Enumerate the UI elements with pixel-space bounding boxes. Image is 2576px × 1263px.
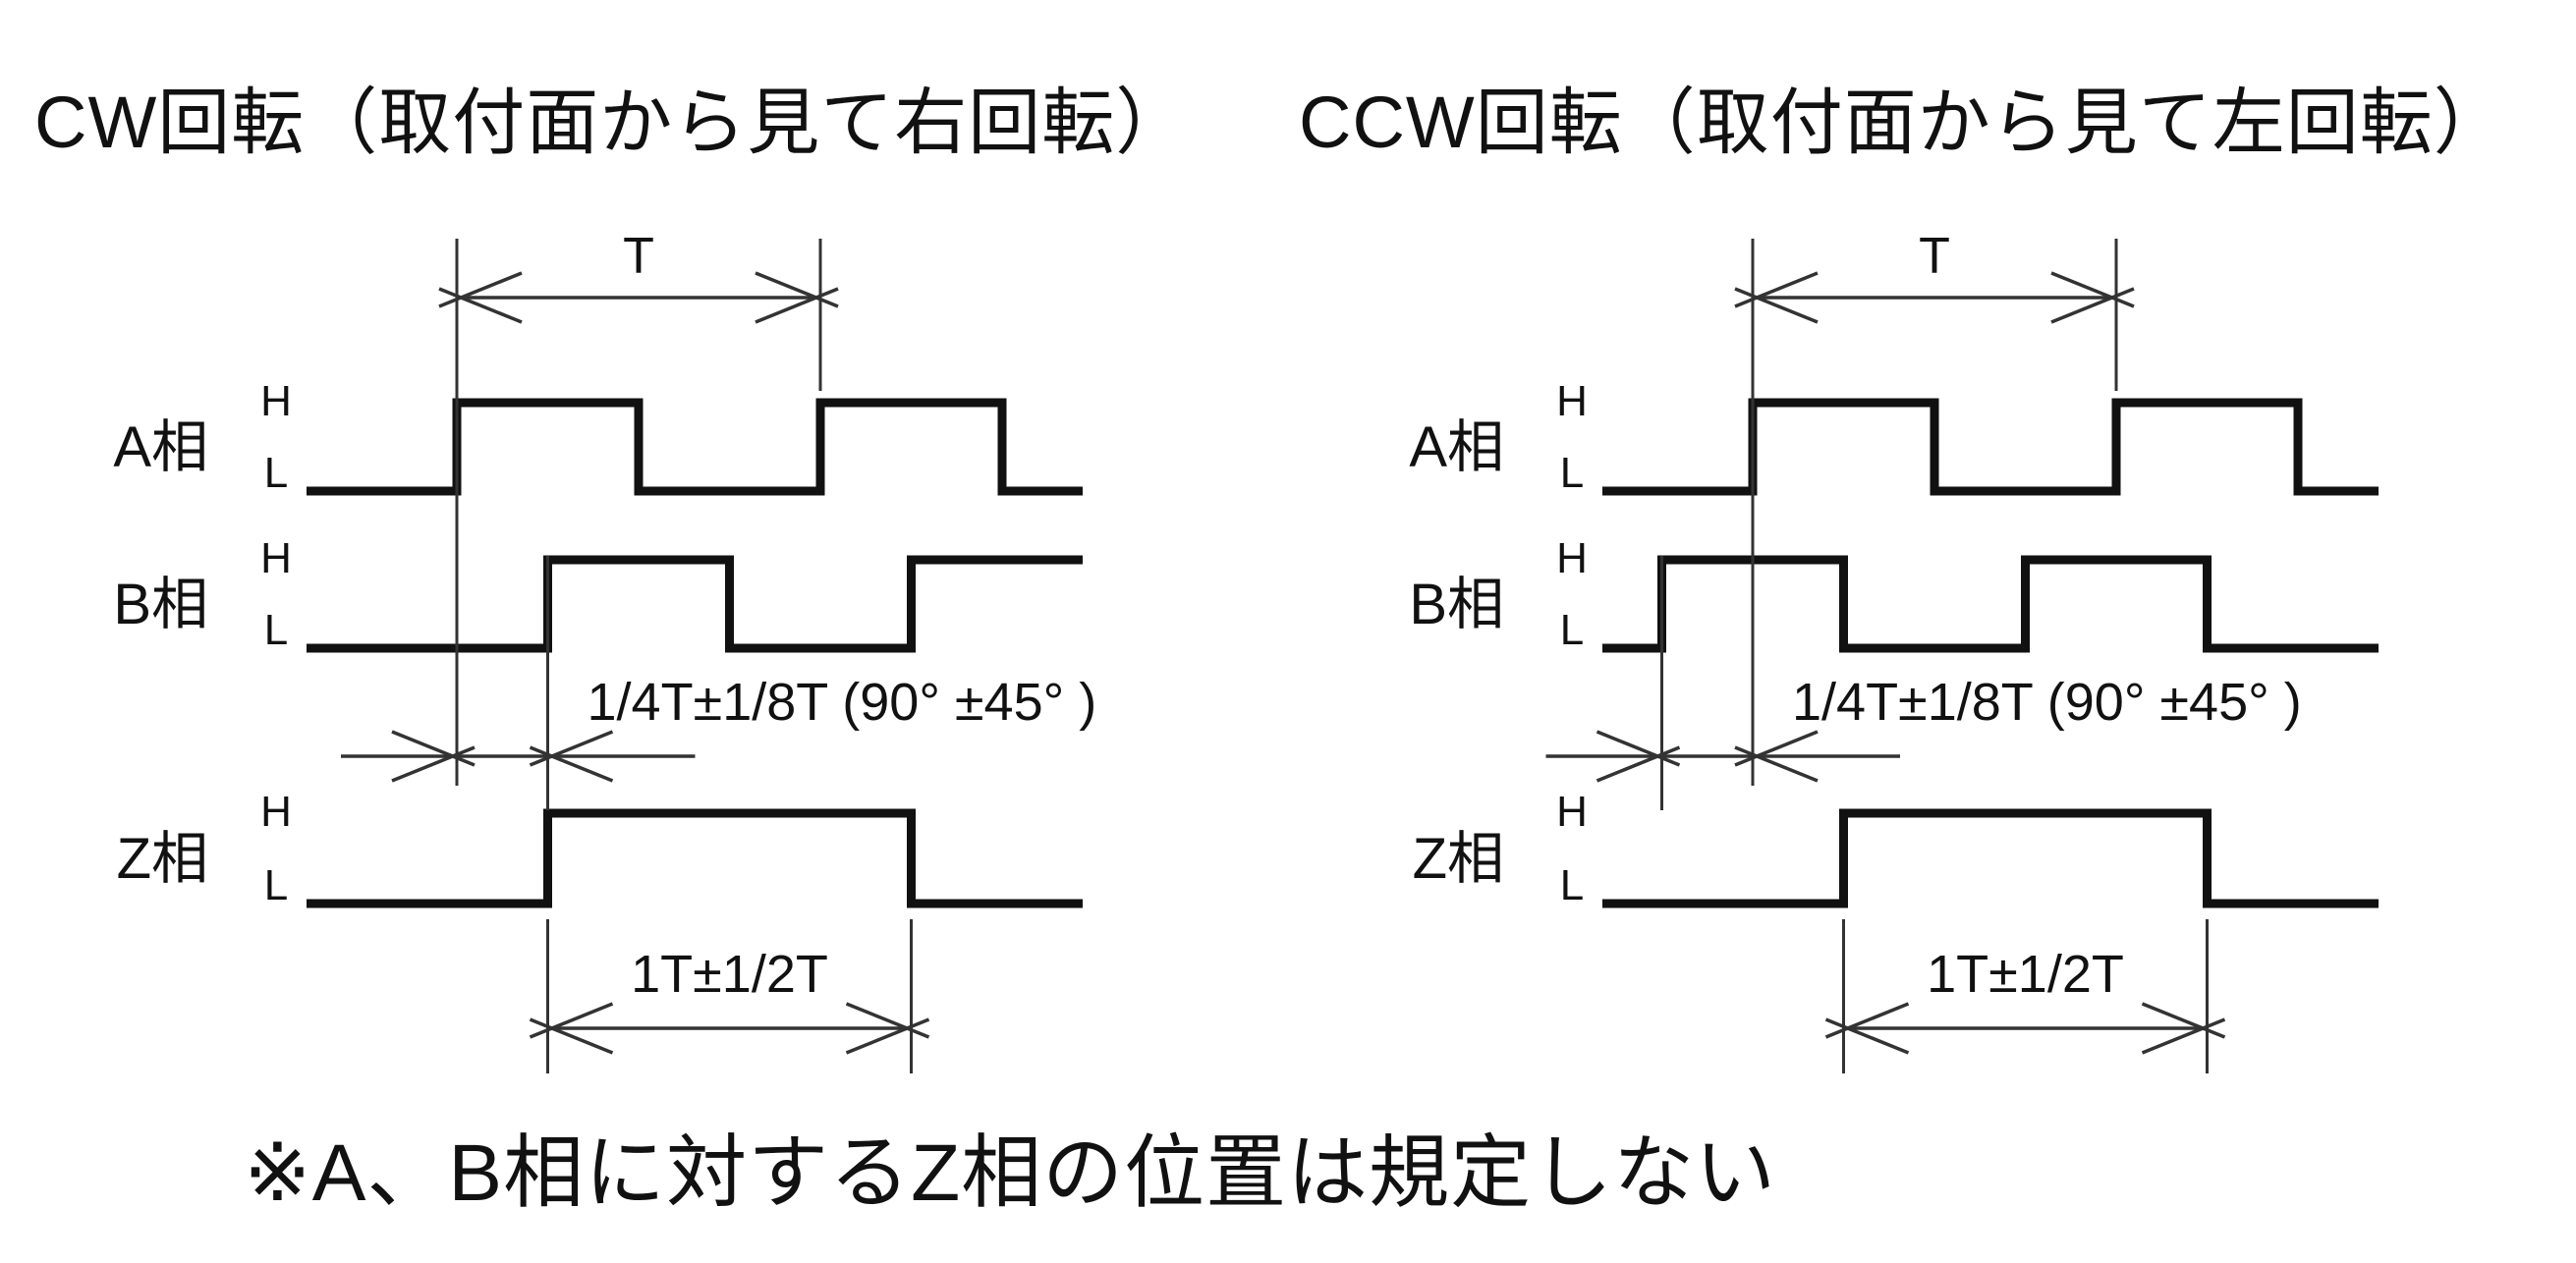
- ccw-z-width-label: 1T±1/2T: [1927, 945, 2124, 1004]
- cw-ab-offset-dimension: [341, 730, 696, 783]
- ccw-a-high-level-label: H: [1556, 377, 1588, 425]
- cw-period-label: T: [623, 228, 654, 285]
- ccw-a-phase-label: A相: [1409, 415, 1504, 479]
- ccw-ab-offset-dimension: [1545, 730, 1900, 783]
- cw-b-phase-label: B相: [113, 573, 208, 636]
- z-position-note: ※A、B相に対するZ相の位置は規定しない: [244, 1128, 1776, 1218]
- cw-z-width-dimension: [529, 1002, 930, 1055]
- ccw-a-low-level-label: L: [1560, 449, 1584, 497]
- ccw-z-high-level-label: H: [1556, 788, 1588, 836]
- ccw-period-dimension: [1734, 271, 2135, 324]
- cw-a-phase-waveform: [307, 398, 1083, 496]
- cw-z-low-level-label: L: [264, 861, 288, 909]
- cw-b-phase-waveform: [307, 555, 1083, 653]
- ccw-z-phase-waveform: [1602, 808, 2379, 908]
- ccw-b-low-level-label: L: [1560, 606, 1584, 654]
- cw-a-low-level-label: L: [264, 449, 288, 497]
- cw-z-phase-waveform: [307, 808, 1083, 908]
- cw-b-low-level-label: L: [264, 606, 288, 654]
- cw-a-high-level-label: H: [260, 377, 292, 425]
- cw-z-high-level-label: H: [260, 788, 292, 836]
- cw-ab-offset-label: 1/4T±1/8T (90° ±45° ): [588, 673, 1097, 732]
- cw-title: CW回転（取付面から見て右回転）: [34, 82, 1189, 163]
- cw-a-phase-label: A相: [113, 415, 208, 479]
- ccw-a-phase-waveform: [1602, 398, 2379, 496]
- ccw-ab-offset-label: 1/4T±1/8T (90° ±45° ): [1792, 673, 2302, 732]
- cw-z-width-label: 1T±1/2T: [631, 945, 828, 1004]
- ccw-b-high-level-label: H: [1556, 534, 1588, 582]
- ccw-z-width-dimension: [1824, 1002, 2226, 1055]
- cw-b-high-level-label: H: [260, 534, 292, 582]
- ccw-z-phase-label: Z相: [1413, 827, 1504, 891]
- cw-z-phase-label: Z相: [117, 827, 208, 891]
- ccw-z-low-level-label: L: [1560, 861, 1584, 909]
- ccw-period-label: T: [1919, 228, 1950, 285]
- ccw-title: CCW回転（取付面から見て左回転）: [1299, 82, 2507, 163]
- ccw-b-phase-label: B相: [1409, 573, 1504, 636]
- ccw-b-phase-waveform: [1602, 555, 2379, 653]
- cw-period-dimension: [438, 271, 839, 324]
